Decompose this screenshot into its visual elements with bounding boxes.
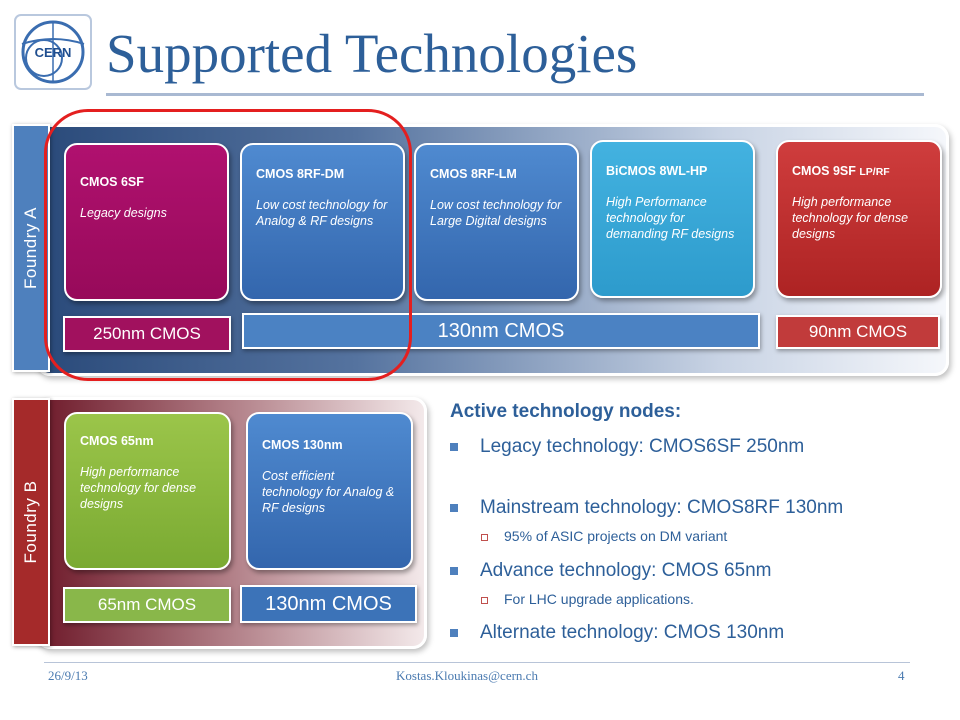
- card-bicmos-8wl-hp: BiCMOS 8WL-HP High Performance technolog…: [590, 140, 755, 298]
- bullet-square-icon: [450, 566, 458, 575]
- slide-title: Supported Technologies: [106, 23, 638, 84]
- bullet-item: Alternate technology: CMOS 130nm: [450, 622, 784, 644]
- sub-bullet-item: For LHC upgrade applications.: [481, 591, 694, 607]
- card-cmos-130nm: CMOS 130nm Cost efficient technology for…: [246, 412, 413, 570]
- svg-text:CERN: CERN: [35, 45, 72, 60]
- bullet-square-icon: [450, 628, 458, 637]
- card-desc: Low cost technology for Large Digital de…: [430, 198, 562, 228]
- highlight-circle: [44, 109, 412, 381]
- foundry-b-label: Foundry B: [21, 480, 40, 564]
- bullet-item: Advance technology: CMOS 65nm: [450, 560, 772, 582]
- card-title: CMOS 8RF-DM: [256, 167, 345, 181]
- node-130nm-cmos-b: 130nm CMOS: [240, 585, 417, 623]
- footer-email: Kostas.Kloukinas@cern.ch: [396, 668, 538, 683]
- card-cmos-8rf-lm: CMOS 8RF-LM Low cost technology for Larg…: [414, 143, 579, 301]
- sub-bullet-item: 95% of ASIC projects on DM variant: [481, 528, 727, 544]
- active-nodes-heading: Active technology nodes:: [450, 401, 682, 422]
- footer-date: 26/9/13: [48, 668, 88, 683]
- node-65nm-cmos: 65nm CMOS: [63, 587, 231, 623]
- node-90nm-cmos: 90nm CMOS: [776, 315, 940, 349]
- bullet-item: Legacy technology: CMOS6SF 250nm: [450, 436, 804, 458]
- foundry-a-label: Foundry A: [21, 207, 40, 289]
- card-title: BiCMOS 8WL-HP: [606, 164, 708, 178]
- foundry-a-tab: Foundry A: [12, 124, 50, 372]
- card-cmos-9sf: CMOS 9SF LP/RF High performance technolo…: [776, 140, 942, 298]
- bullet-square-icon: [450, 503, 458, 512]
- card-desc: High Performance technology for demandin…: [606, 195, 735, 241]
- node-250nm-cmos: 250nm CMOS: [63, 316, 231, 352]
- bullet-item: Mainstream technology: CMOS8RF 130nm: [450, 497, 843, 519]
- sub-bullet-icon: [481, 596, 488, 604]
- card-title: CMOS 6SF: [80, 175, 144, 189]
- card-title: CMOS 65nm: [80, 434, 154, 448]
- sub-bullet-icon: [481, 533, 488, 541]
- node-130nm-cmos-a: 130nm CMOS: [242, 313, 760, 349]
- footer-divider: [44, 662, 910, 663]
- title-underline: [106, 93, 924, 96]
- card-desc: High performance technology for dense de…: [792, 195, 909, 241]
- card-cmos-6sf: CMOS 6SF Legacy designs: [64, 143, 229, 301]
- page-number: 4: [898, 668, 905, 683]
- card-title: CMOS 9SF LP/RF: [792, 164, 890, 178]
- bullet-square-icon: [450, 442, 458, 451]
- card-desc: High performance technology for dense de…: [80, 465, 197, 511]
- card-desc: Cost efficient technology for Analog & R…: [262, 469, 395, 515]
- cern-logo: CERN: [14, 14, 92, 90]
- card-desc: Legacy designs: [80, 206, 167, 220]
- foundry-b-tab: Foundry B: [12, 398, 50, 646]
- card-title: CMOS 130nm: [262, 438, 343, 452]
- card-title: CMOS 8RF-LM: [430, 167, 517, 181]
- card-desc: Low cost technology for Analog & RF desi…: [256, 198, 388, 228]
- card-cmos-65nm: CMOS 65nm High performance technology fo…: [64, 412, 231, 570]
- card-cmos-8rf-dm: CMOS 8RF-DM Low cost technology for Anal…: [240, 143, 405, 301]
